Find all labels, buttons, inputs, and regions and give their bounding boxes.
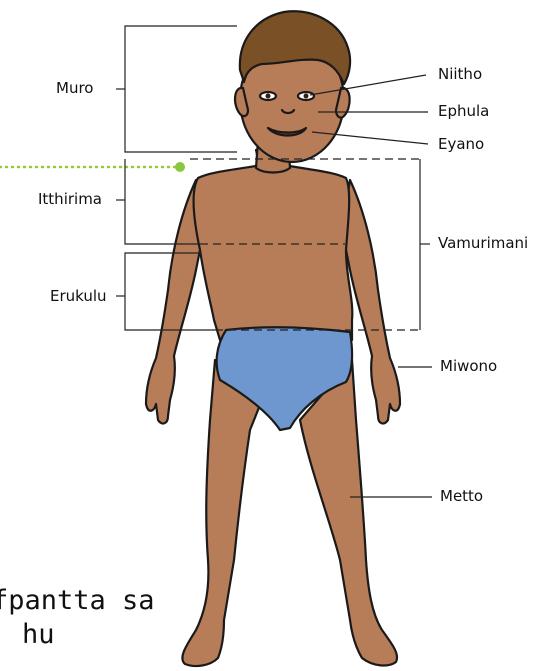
label-eyano: Eyano [438, 137, 484, 152]
label-ephula: Ephula [438, 104, 489, 119]
label-metto: Metto [440, 489, 483, 504]
torso [194, 150, 353, 340]
guide-dot [175, 162, 185, 172]
label-miwono: Miwono [440, 359, 497, 374]
label-niitho: Niitho [438, 67, 482, 82]
muro-bracket [125, 26, 237, 152]
caption-text: fpantta sa hu [0, 584, 155, 652]
label-muro: Muro [56, 81, 93, 96]
caption-line-2: hu [0, 618, 155, 652]
caption-line-1: fpantta sa [0, 584, 155, 618]
left-leg [182, 360, 262, 666]
label-itthirima: Itthirima [38, 192, 102, 207]
label-vamurimani: Vamurimani [438, 236, 528, 251]
label-erukulu: Erukulu [50, 289, 107, 304]
child-body [146, 11, 400, 666]
